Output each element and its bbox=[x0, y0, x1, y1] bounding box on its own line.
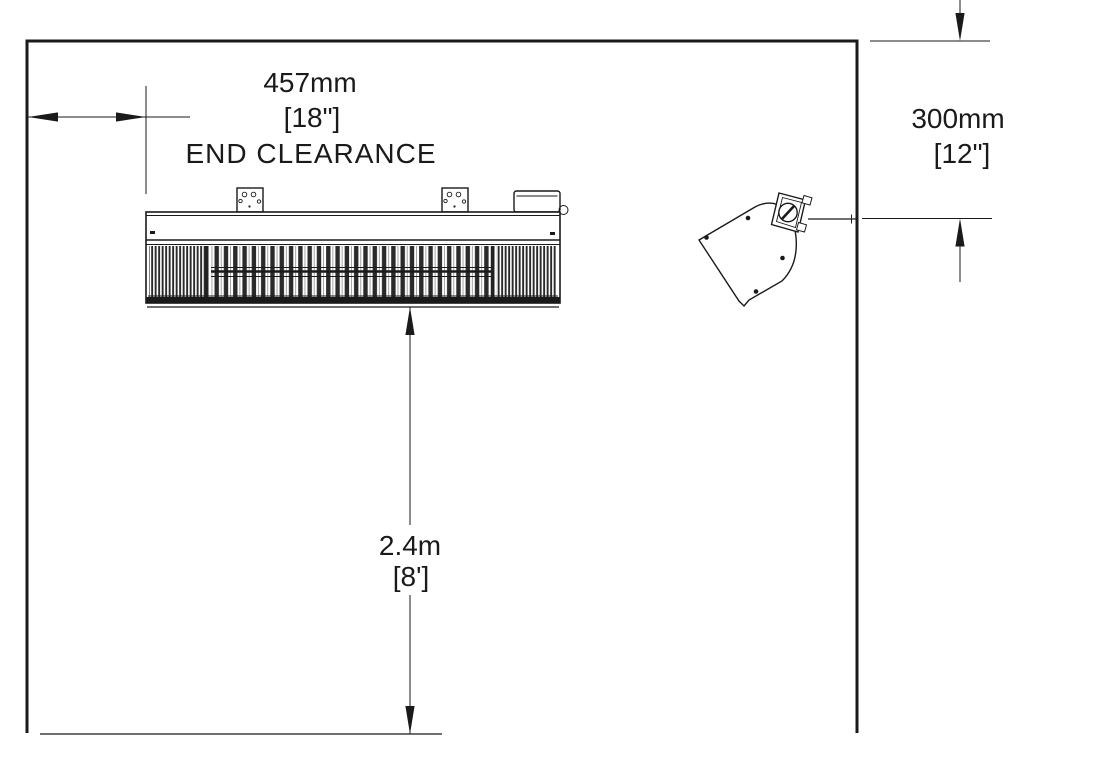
grille-divider-right bbox=[491, 246, 495, 297]
arrow-down-icon bbox=[405, 706, 415, 734]
screw-hole bbox=[443, 198, 448, 204]
bracket-clip-bottom bbox=[795, 221, 808, 233]
cord-ring bbox=[558, 205, 569, 215]
screw-hole bbox=[241, 191, 248, 198]
screw-hole bbox=[455, 191, 462, 198]
right-vent-mark bbox=[550, 232, 555, 235]
grille-left-section bbox=[149, 246, 207, 297]
grille-right-section bbox=[496, 246, 557, 297]
end-clearance-caption: END CLEARANCE bbox=[185, 138, 436, 169]
screw-hole bbox=[461, 199, 467, 204]
arrow-up-icon bbox=[405, 307, 415, 335]
mounting-bracket-right bbox=[441, 187, 469, 213]
screw-dot bbox=[704, 235, 709, 240]
arrow-down-icon bbox=[955, 13, 965, 41]
side-profile-body bbox=[698, 202, 798, 308]
heater-side-view bbox=[698, 192, 856, 308]
screw-dot bbox=[780, 255, 785, 261]
arrow-left-icon bbox=[28, 112, 58, 122]
end-clearance-dimension: 457mm [18"] END CLEARANCE bbox=[28, 67, 436, 194]
pivot-knob bbox=[778, 202, 798, 223]
top-clearance-dimension: 300mm [12"] bbox=[862, 0, 1005, 282]
mounting-bracket-left bbox=[236, 187, 264, 213]
end-clearance-metric-label: 457mm bbox=[263, 67, 356, 98]
screw-dot bbox=[453, 205, 456, 208]
mounting-height-dimension: 2.4m [8'] bbox=[379, 307, 441, 734]
mounting-height-metric-label: 2.4m bbox=[379, 530, 441, 561]
arrow-up-icon bbox=[955, 218, 965, 247]
screw-dot bbox=[753, 289, 759, 294]
grille-divider-left bbox=[205, 246, 209, 297]
screw-hole bbox=[446, 191, 453, 198]
top-clearance-imperial-label: [12"] bbox=[934, 138, 991, 169]
left-vent-mark bbox=[150, 231, 155, 234]
screw-hole bbox=[256, 199, 262, 204]
end-clearance-imperial-label: [18"] bbox=[284, 102, 341, 133]
top-clearance-metric-label: 300mm bbox=[911, 103, 1004, 134]
mounting-height-imperial-label: [8'] bbox=[393, 561, 429, 592]
bottom-band bbox=[146, 297, 560, 304]
screw-dot bbox=[745, 215, 751, 221]
wall-outline bbox=[25, 39, 859, 733]
junction-box bbox=[513, 190, 561, 213]
heater-front-view bbox=[145, 187, 569, 308]
screw-dot bbox=[248, 205, 251, 208]
arrow-right-icon bbox=[116, 112, 146, 122]
screw-hole bbox=[238, 198, 243, 204]
bracket-clip-top bbox=[801, 194, 813, 206]
screw-hole bbox=[250, 191, 257, 198]
knob-slot bbox=[780, 204, 796, 221]
